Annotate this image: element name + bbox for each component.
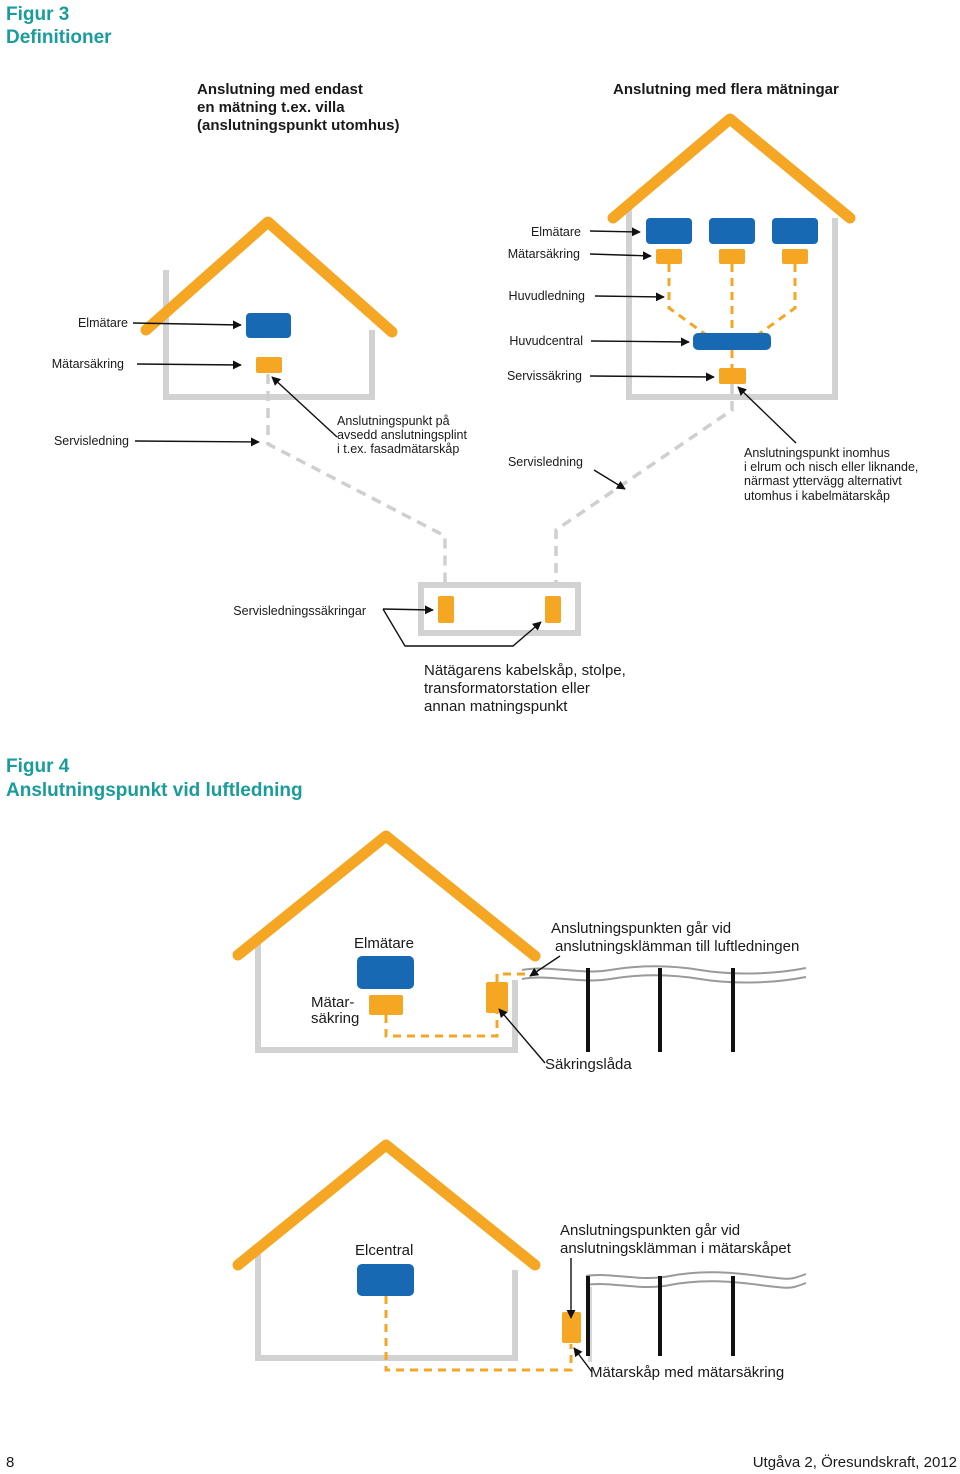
label-anslutningspunkten-2: anslutningsklämman till luftledningen xyxy=(555,938,799,955)
label-elmatare: Elmätare xyxy=(78,316,128,330)
meter-fuse-2 xyxy=(719,249,745,264)
label-anslutningspunkten-1: Anslutningspunkten går vid xyxy=(560,1222,740,1239)
overhead-wire-2 xyxy=(521,974,807,984)
overhead-house-1: Elmätare Mätar- säkring Anslutningspunkt… xyxy=(232,830,807,1073)
label-natagare-3: annan matningspunkt xyxy=(424,698,568,715)
left-heading-line-2: en mätning t.ex. villa xyxy=(197,99,345,116)
connection-line xyxy=(495,972,528,982)
meter-fuse-3 xyxy=(782,249,808,264)
label-huvudcentral: Huvudcentral xyxy=(509,334,583,348)
service-line-fuse-1 xyxy=(438,596,454,623)
label-servisledning: Servisledning xyxy=(54,434,129,448)
house-roof xyxy=(607,113,856,224)
label-servissakring: Servissäkring xyxy=(507,369,582,383)
arrow-anslutningspunkt xyxy=(737,386,797,444)
fuse-box xyxy=(486,982,508,1013)
overhead-wire-1 xyxy=(585,1271,807,1280)
internal-line xyxy=(384,1296,573,1372)
figure-3: Figur 3 Definitioner Anslutning med enda… xyxy=(6,4,918,715)
label-anslutningspunkt-1: Anslutningspunkt på xyxy=(337,414,450,428)
multi-meter-house: Elmätare Mätarsäkring Huvudledning Huvud… xyxy=(507,113,918,582)
arrow-anslutningspunkten xyxy=(529,955,561,977)
label-anslutningspunkt-3: i t.ex. fasadmätarskåp xyxy=(337,442,459,456)
label-matarsakring-1: Mätar- xyxy=(311,994,354,1011)
overhead-wire-2 xyxy=(585,1280,807,1289)
service-cable xyxy=(266,374,447,582)
label-sakringslada: Säkringslåda xyxy=(545,1056,632,1073)
label-matarsakring: Mätarsäkring xyxy=(52,357,124,371)
overhead-house-2: Elcentral Anslutningspunkten går vid ans… xyxy=(232,1139,807,1381)
electric-meter xyxy=(357,956,414,989)
service-cable xyxy=(554,384,734,582)
arrow-servisledning xyxy=(593,469,626,490)
grid-operator-cabinet: Servisledningssäkringar Nätägarens kabel… xyxy=(233,582,626,715)
label-elmatare: Elmätare xyxy=(354,935,414,952)
house-wall xyxy=(255,942,518,1053)
arrow-sakringslada xyxy=(498,1008,546,1064)
figure-4-title: Anslutningspunkt vid luftledning xyxy=(6,780,303,801)
house-wall xyxy=(626,205,838,400)
cabinet-box xyxy=(418,582,581,636)
arrow-anslutningspunkt xyxy=(271,376,338,438)
label-matarsakring-2: säkring xyxy=(311,1010,359,1027)
electric-meter-2 xyxy=(709,218,755,244)
house-roof xyxy=(140,216,398,338)
single-meter-house: Elmätare Mätarsäkring Servisledning Ansl… xyxy=(52,216,467,582)
arrow-servisledning xyxy=(134,437,260,447)
label-elmatare: Elmätare xyxy=(531,225,581,239)
electric-meter xyxy=(246,313,291,338)
arrow-matarskap xyxy=(573,1347,593,1373)
label-anslutningspunkt-1: Anslutningspunkt inomhus xyxy=(744,446,890,460)
label-servisledningssakringar: Servisledningssäkringar xyxy=(233,604,366,618)
main-line-1 xyxy=(667,264,706,336)
footer-edition: Utgåva 2, Öresundskraft, 2012 xyxy=(753,1453,957,1471)
meter-fuse xyxy=(256,357,282,373)
label-anslutningspunkt-2: i elrum och nisch eller liknande, xyxy=(744,460,918,474)
main-distribution-board xyxy=(693,333,771,350)
label-natagare-2: transformatorstation eller xyxy=(424,680,590,697)
figure-4: Figur 4 Anslutningspunkt vid luftledning… xyxy=(6,756,807,1381)
arrow-matarsakring xyxy=(589,251,652,261)
label-huvudledning: Huvudledning xyxy=(509,289,585,303)
label-matarskap: Mätarskåp med mätarsäkring xyxy=(590,1364,784,1381)
arrow-huvudledning xyxy=(594,292,665,302)
label-anslutningspunkten-1: Anslutningspunkten går vid xyxy=(551,920,731,937)
label-anslutningspunkt-3: närmast yttervägg alternativt xyxy=(744,474,902,488)
arrow-servissakring xyxy=(589,372,715,382)
figure-3-number: Figur 3 xyxy=(6,4,69,25)
service-line-fuse-2 xyxy=(545,596,561,623)
left-heading-line-3: (anslutningspunkt utomhus) xyxy=(197,117,399,134)
arrow-elmatare xyxy=(132,320,242,330)
label-anslutningspunkten-2: anslutningsklämman i mätarskåpet xyxy=(560,1240,792,1257)
arrow-huvudcentral xyxy=(590,337,690,347)
meter-cabinet xyxy=(562,1312,581,1343)
house-roof xyxy=(232,1139,541,1271)
label-servisledning: Servisledning xyxy=(508,455,583,469)
label-anslutningspunkt-4: utomhus i kabelmätarskåp xyxy=(744,489,890,503)
page-number: 8 xyxy=(6,1454,14,1471)
arrow-matarsakring xyxy=(136,360,242,370)
figure-4-number: Figur 4 xyxy=(6,756,70,777)
label-anslutningspunkt-2: avsedd anslutningsplint xyxy=(337,428,467,442)
electric-central xyxy=(357,1264,414,1296)
house-roof xyxy=(232,830,541,962)
figure-3-title: Definitioner xyxy=(6,27,112,48)
label-elcentral: Elcentral xyxy=(355,1242,413,1259)
arrow-elmatare xyxy=(589,227,641,237)
left-heading-line-1: Anslutning med endast xyxy=(197,81,363,98)
arrow-fuse-2 xyxy=(382,608,542,647)
overhead-wire-1 xyxy=(521,965,807,975)
arrow-fuse-1 xyxy=(382,605,434,615)
internal-line xyxy=(384,1013,499,1038)
electric-meter-3 xyxy=(772,218,818,244)
electric-meter-1 xyxy=(646,218,692,244)
service-fuse xyxy=(719,368,746,384)
meter-fuse xyxy=(369,995,403,1015)
label-matarsakring: Mätarsäkring xyxy=(508,247,580,261)
label-natagare-1: Nätägarens kabelskåp, stolpe, xyxy=(424,662,626,679)
right-heading: Anslutning med flera mätningar xyxy=(613,81,839,98)
meter-fuse-1 xyxy=(656,249,682,264)
main-line-3 xyxy=(758,264,797,336)
